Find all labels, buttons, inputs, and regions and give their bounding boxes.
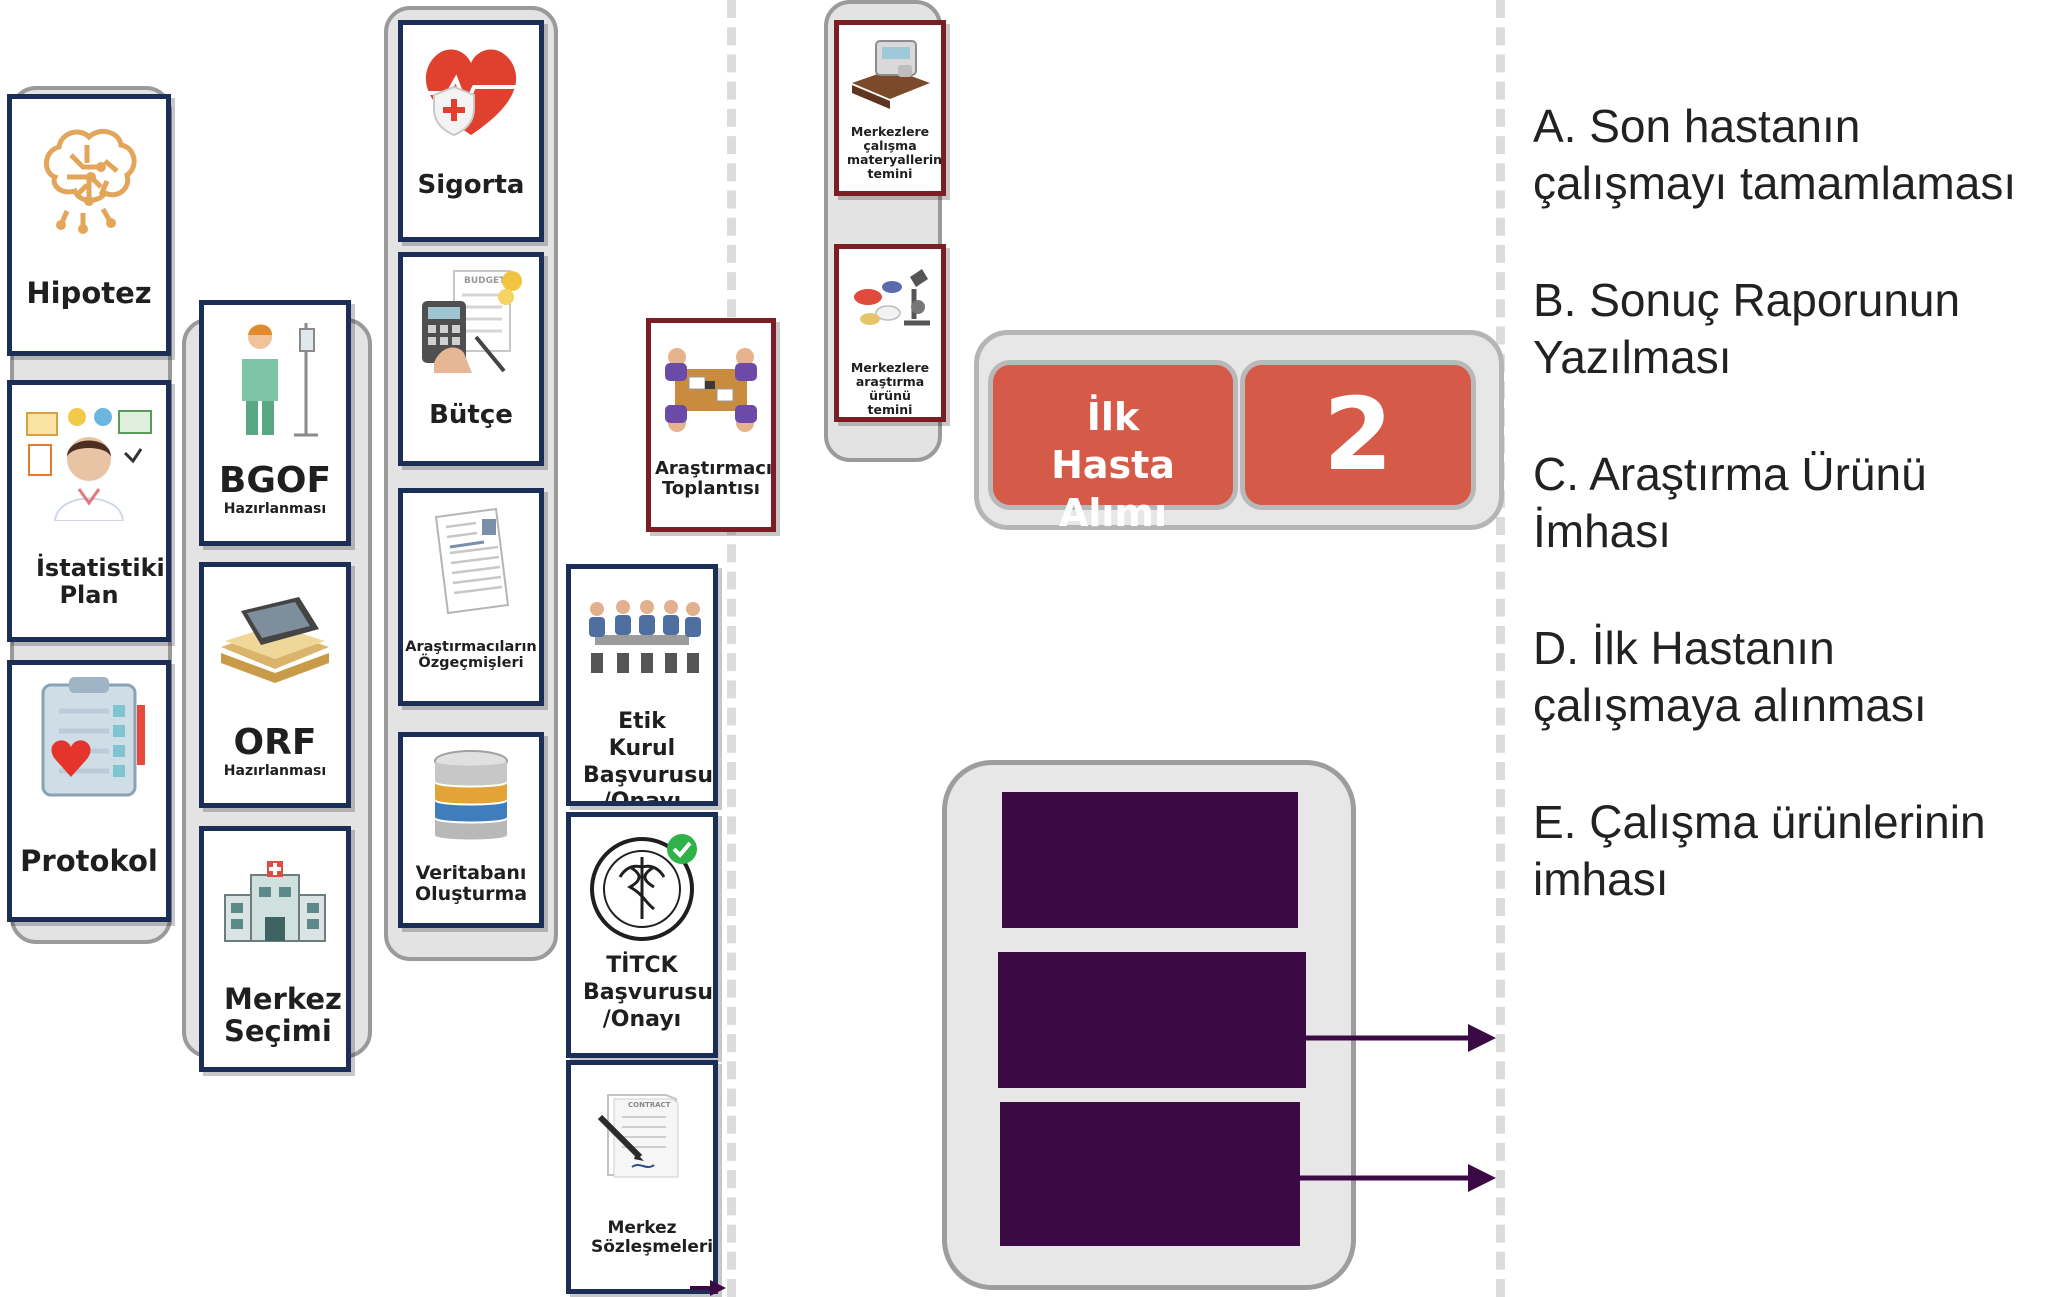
cv-document-icon [434, 507, 510, 615]
column4-arrow [690, 1280, 726, 1296]
materials-book-icon [852, 40, 930, 109]
option-line: B. Sonuç Raporunun [1533, 274, 1961, 326]
card-arastirma-urunu[interactable]: Merkezlere araştırma ürünü temini [834, 244, 946, 422]
answer-slot-1[interactable] [1002, 792, 1298, 928]
card-hipotez[interactable]: Hipotez [7, 94, 171, 356]
card-veritabani-olusturma[interactable]: Veritabanı Oluşturma [398, 732, 544, 928]
card-istatistiki-plan[interactable]: İstatistiki Plan [7, 380, 171, 642]
pills-microscope-icon [854, 269, 930, 326]
calculator-budget-icon: BUDGET [422, 270, 522, 373]
answer-slot-2[interactable] [998, 952, 1306, 1088]
card-orf[interactable]: ORF Hazırlanması [199, 562, 351, 808]
card-label: ORF [233, 722, 317, 763]
card-sigorta[interactable]: Sigorta [398, 20, 544, 242]
card-label: TİTCK Başvurusu /Onayı [583, 953, 713, 1032]
committee-icon [589, 600, 701, 673]
card-merkez-sozlesmeleri[interactable]: CONTRACT Merkez Sözleşmeleri [566, 1060, 718, 1294]
option-d: D. İlk Hastanın çalışmaya alınması [1533, 620, 2043, 734]
option-line: D. İlk Hastanın [1533, 622, 1835, 674]
separator-line-left [727, 0, 736, 1297]
heart-shield-icon [425, 49, 517, 137]
card-protokol[interactable]: Protokol [7, 660, 171, 922]
contract-icon: CONTRACT [597, 1094, 679, 1178]
answer-arrow-2 [1300, 1164, 1496, 1192]
card-label: Merkezlere çalışma materyallerinin temin… [847, 124, 946, 181]
option-line: A. Son hastanın [1533, 100, 1861, 152]
card-merkez-secimi[interactable]: Merkez Seçimi [199, 826, 351, 1072]
answer-number-tile[interactable]: 2 [1240, 360, 1476, 510]
card-label: İstatistiki Plan [36, 554, 165, 609]
card-sublabel: Hazırlanması [223, 763, 327, 779]
answer-number: 2 [1323, 376, 1393, 493]
card-label: Etik Kurul Başvurusu /Onayı [583, 709, 713, 806]
first-patient-label: İlk Hasta Alımı [1051, 395, 1175, 535]
option-b: B. Sonuç Raporunun Yazılması [1533, 272, 2043, 386]
option-a: A. Son hastanın çalışmayı tamamlaması [1533, 98, 2043, 212]
card-titck[interactable]: TİTCK Başvurusu /Onayı [566, 812, 718, 1058]
card-sublabel: Hazırlanması [223, 501, 327, 517]
budget-text: BUDGET [464, 276, 506, 286]
option-line: İmhası [1533, 505, 1672, 557]
contract-text: CONTRACT [628, 1101, 671, 1109]
option-line: çalışmaya alınması [1533, 679, 1927, 731]
card-butce[interactable]: BUDGET Bütçe [398, 252, 544, 466]
separator-line-right [1496, 0, 1505, 1297]
answer-slot-3[interactable] [1000, 1102, 1300, 1246]
card-label: Merkez Seçimi [224, 982, 342, 1049]
clipboard-heart-icon [41, 677, 145, 797]
card-label: Araştırmacıların Özgeçmişleri [405, 639, 537, 672]
option-e: E. Çalışma ürünlerinin imhası [1533, 794, 2043, 908]
card-label: BGOF [218, 460, 332, 501]
titck-seal-icon [590, 834, 697, 941]
card-label: Merkez Sözleşmeleri [591, 1218, 714, 1258]
option-line: E. Çalışma ürünlerinin [1533, 796, 1986, 848]
card-etik-kurul[interactable]: Etik Kurul Başvurusu /Onayı [566, 564, 718, 806]
meeting-table-icon [665, 348, 757, 432]
option-c: C. Araştırma Ürünü İmhası [1533, 446, 2043, 560]
first-patient-tile[interactable]: İlk Hasta Alımı [988, 360, 1238, 535]
card-calisma-materyalleri[interactable]: Merkezlere çalışma materyallerinin temin… [834, 20, 946, 196]
card-label: Araştırmacı Toplantısı [655, 458, 773, 500]
card-label: Protokol [20, 844, 158, 878]
option-line: Yazılması [1533, 331, 1732, 383]
hospital-icon [224, 861, 326, 942]
card-label: Merkezlere araştırma ürünü temini [850, 360, 930, 417]
card-label: Bütçe [429, 400, 513, 430]
card-bgof[interactable]: BGOF Hazırlanması [199, 300, 351, 546]
card-label: Hipotez [26, 276, 152, 310]
option-line: C. Araştırma Ürünü [1533, 448, 1927, 500]
database-icon [434, 750, 508, 840]
card-label: Sigorta [417, 170, 525, 200]
answer-arrow-1 [1306, 1024, 1496, 1052]
card-label: Veritabanı Oluşturma [415, 862, 528, 906]
card-arastirmacilarin-ozgecmisleri[interactable]: Araştırmacıların Özgeçmişleri [398, 488, 544, 706]
brain-circuit-icon [44, 128, 137, 234]
card-arastirmaci-toplantisi[interactable]: Araştırmacı Toplantısı [646, 318, 776, 532]
nurse-iv-icon [242, 323, 318, 437]
option-line: çalışmayı tamamlaması [1533, 157, 2017, 209]
tablet-files-icon [221, 597, 329, 683]
option-line: imhası [1533, 853, 1669, 905]
statistician-icon [26, 408, 152, 521]
